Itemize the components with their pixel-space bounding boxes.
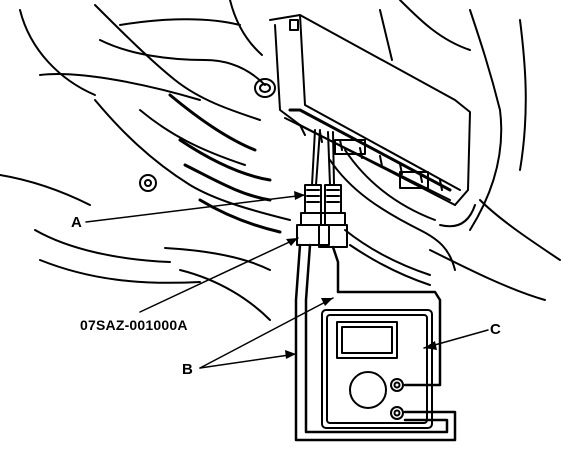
callout-c: C xyxy=(490,321,501,338)
backprobe-clip-left xyxy=(296,184,330,246)
arrowhead-a xyxy=(294,191,305,200)
engine-bay-outlines xyxy=(0,0,561,321)
leader-b-upper xyxy=(199,297,334,369)
arrowhead-tool xyxy=(286,238,298,246)
wire-harness xyxy=(329,149,476,286)
leader-lines xyxy=(85,194,489,369)
callout-a: A xyxy=(71,214,82,231)
backprobe-clip-right xyxy=(318,184,348,248)
test-lead-b xyxy=(294,243,457,442)
hose-shading xyxy=(168,93,282,234)
multimeter xyxy=(321,309,433,429)
arrowhead-b-upper xyxy=(321,298,333,306)
backprobe-needles xyxy=(311,129,335,186)
arrowhead-b-lower xyxy=(285,350,296,359)
leader-arrowheads xyxy=(285,191,437,359)
callout-b: B xyxy=(182,361,193,378)
bolt xyxy=(139,78,276,192)
leader-tool xyxy=(139,237,299,313)
leader-b-lower xyxy=(199,353,297,369)
arrowhead-c xyxy=(424,341,437,350)
callout-tool-part-number: 07SAZ-001000A xyxy=(80,317,188,333)
leader-a xyxy=(85,194,306,223)
control-module xyxy=(269,14,471,206)
